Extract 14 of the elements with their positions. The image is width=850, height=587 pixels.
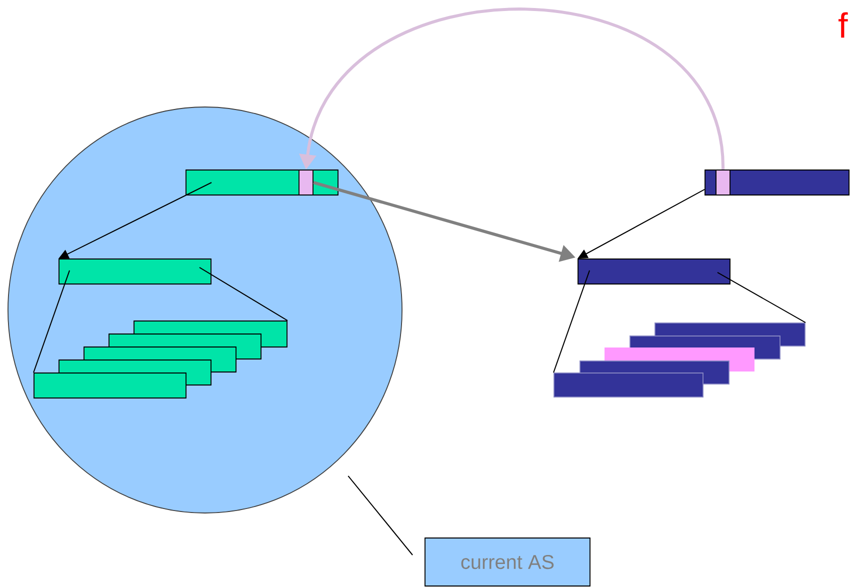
letter-label: f [838, 12, 848, 38]
bar [578, 258, 730, 284]
bar [298, 170, 314, 196]
connector-line [717, 272, 806, 323]
bar [716, 170, 730, 196]
bar [554, 372, 704, 398]
leader-line [348, 476, 413, 556]
bar [58, 258, 212, 284]
bar [34, 372, 186, 398]
connector-line [199, 267, 288, 321]
connector-line [33, 270, 70, 373]
bar [704, 170, 850, 196]
connector-line [553, 270, 590, 373]
label-box: current AS [424, 538, 590, 586]
